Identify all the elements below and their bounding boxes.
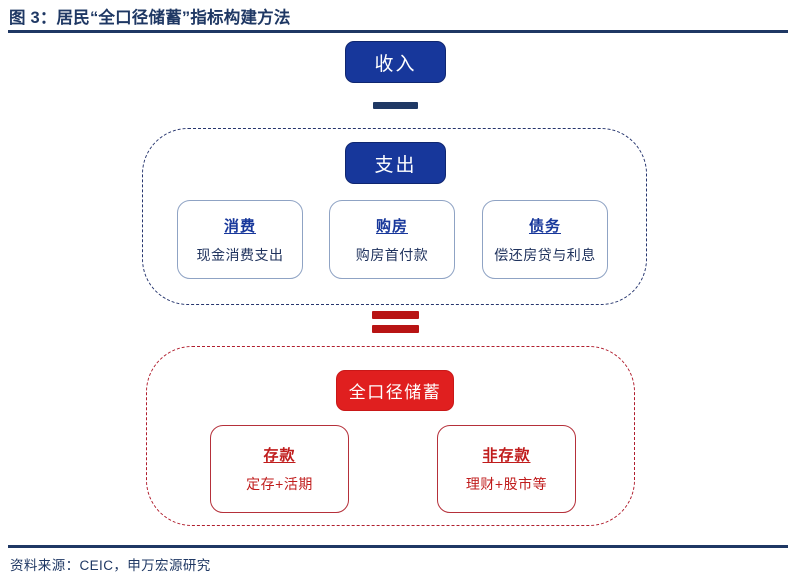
node-total-savings[interactable]: 全口径储蓄 [336, 370, 454, 411]
chart-title-bar: 图 3：居民“全口径储蓄”指标构建方法 [0, 0, 796, 31]
card-home-purchase[interactable]: 购房 购房首付款 [329, 200, 455, 279]
card-non-deposits-desc: 理财+股市等 [465, 476, 548, 492]
card-consumption-desc: 现金消费支出 [196, 246, 284, 263]
page-title: 图 3：居民“全口径储蓄”指标构建方法 [9, 8, 291, 27]
title-divider [8, 30, 788, 33]
operator-minus [373, 102, 418, 109]
card-deposits[interactable]: 存款 定存+活期 [210, 425, 349, 513]
operator-equals-top [372, 311, 419, 319]
card-non-deposits[interactable]: 非存款 理财+股市等 [437, 425, 576, 513]
card-consumption-title: 消费 [223, 217, 256, 235]
group-savings [146, 346, 635, 526]
operator-equals-bottom [372, 325, 419, 333]
node-total-savings-label: 全口径储蓄 [348, 383, 442, 402]
source-note: 资料来源：CEIC，申万宏源研究 [10, 558, 211, 573]
card-debt-desc: 偿还房贷与利息 [494, 246, 596, 263]
card-deposits-title: 存款 [263, 447, 296, 464]
node-income[interactable]: 收入 [345, 41, 446, 83]
card-home-purchase-title: 购房 [375, 217, 408, 235]
node-expenditure[interactable]: 支出 [345, 142, 446, 184]
card-debt[interactable]: 债务 偿还房贷与利息 [482, 200, 608, 279]
card-debt-title: 债务 [528, 217, 561, 235]
group-expenditure [142, 128, 647, 305]
card-non-deposits-title: 非存款 [482, 447, 531, 464]
card-home-purchase-desc: 购房首付款 [355, 246, 429, 263]
card-deposits-desc: 定存+活期 [246, 476, 313, 492]
node-income-label: 收入 [374, 53, 417, 75]
node-expenditure-label: 支出 [374, 154, 417, 176]
diagram-canvas: 收入 支出 消费 现金消费支出 购房 购房首付款 债务 偿还房贷与利息 全口径储… [0, 33, 796, 543]
footer-divider [8, 545, 788, 548]
card-consumption[interactable]: 消费 现金消费支出 [177, 200, 303, 279]
